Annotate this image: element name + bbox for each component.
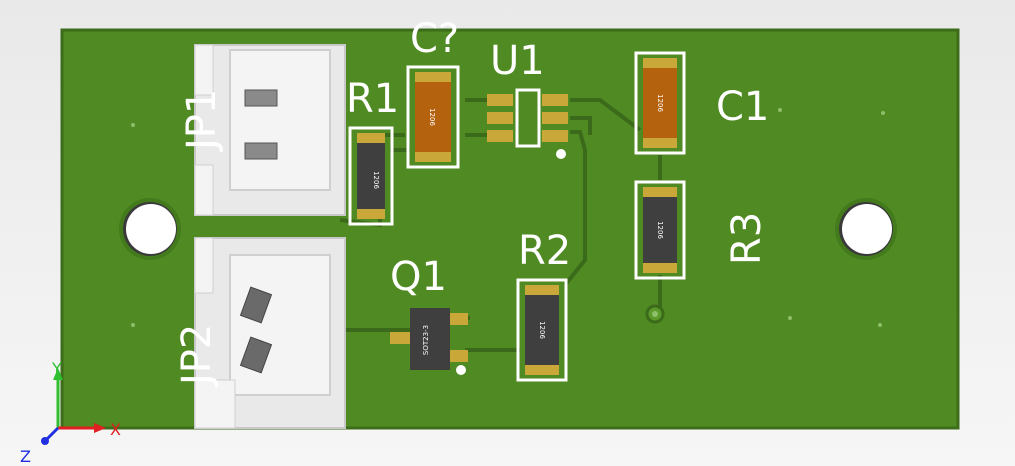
- capacitor-c-unknown[interactable]: [406, 65, 460, 169]
- package-label-q1: SOT23-3: [422, 325, 430, 355]
- package-label-r1: 1206: [372, 171, 380, 189]
- via-r3-center: [652, 311, 658, 317]
- designator-q1: Q1: [390, 254, 447, 300]
- axis-triad: [41, 368, 106, 445]
- mounting-hole-left: [119, 198, 181, 260]
- connector-jp2[interactable]: [194, 237, 346, 429]
- axis-label-z: Z: [20, 447, 31, 466]
- axis-label-x: X: [110, 420, 121, 439]
- package-label-c1: 1206: [656, 94, 664, 112]
- package-label-c-unknown: 1206: [428, 108, 436, 126]
- designator-c1: C1: [716, 84, 769, 130]
- designator-jp2: JP2: [174, 324, 220, 388]
- ic-u1[interactable]: [487, 88, 568, 159]
- mounting-hole-right: [835, 198, 897, 260]
- resistor-r2[interactable]: [516, 278, 568, 382]
- axis-label-y: Y: [51, 359, 62, 378]
- transistor-q1[interactable]: [390, 308, 468, 375]
- package-label-r3: 1206: [656, 221, 664, 239]
- resistor-r1[interactable]: [348, 126, 394, 226]
- resistor-r3[interactable]: [634, 180, 686, 280]
- via-dots: [131, 108, 885, 327]
- designator-u1: U1: [490, 38, 545, 84]
- capacitor-c1[interactable]: [634, 51, 686, 155]
- connector-jp1[interactable]: [194, 44, 346, 216]
- designator-jp1: JP1: [179, 89, 225, 153]
- designator-r2: R2: [518, 228, 571, 274]
- designator-r3: R3: [724, 212, 770, 265]
- designator-c-unknown: C?: [410, 16, 459, 62]
- package-label-r2: 1206: [538, 321, 546, 339]
- designator-r1: R1: [346, 76, 399, 122]
